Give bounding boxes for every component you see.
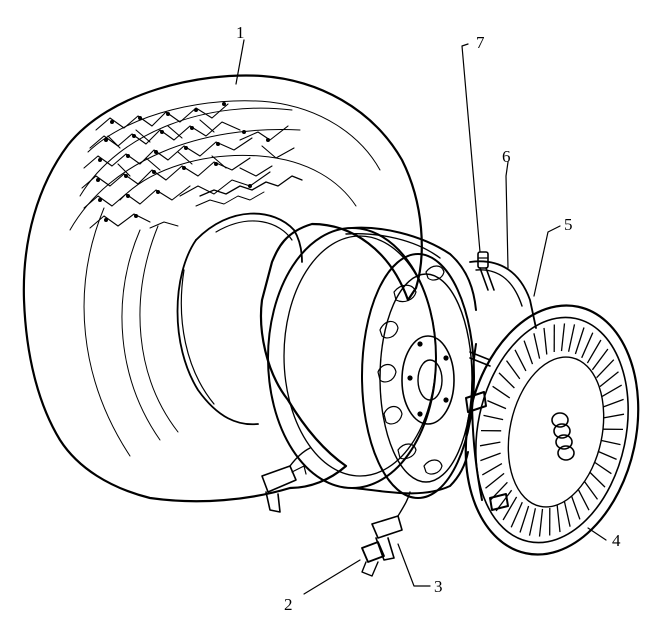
- hubcap-vent: [538, 508, 544, 537]
- hubcap-vent: [603, 398, 624, 408]
- logo-ring: [551, 412, 569, 428]
- hubcap-vent: [560, 323, 566, 352]
- callout-1: 1: [236, 23, 245, 42]
- lug-holes: [407, 341, 449, 417]
- hubcap-vent: [583, 480, 599, 500]
- hubcap-vent: [586, 339, 602, 364]
- hubcap-vent: [479, 441, 501, 447]
- hubcap-vent: [483, 414, 504, 421]
- leader-3: [397, 543, 431, 587]
- leader-6: [505, 161, 509, 269]
- hubcap-vent: [510, 501, 523, 528]
- balance-weight-clip: [371, 491, 411, 561]
- hubcap-vent: [597, 450, 617, 460]
- four-ring-logo: [551, 412, 575, 461]
- wheel-rim: [267, 226, 491, 499]
- callout-2: 2: [284, 595, 293, 614]
- logo-ring: [553, 423, 571, 439]
- callout-labels: 1 2 3 4 5 6 7: [236, 23, 621, 614]
- hubcap-vent: [519, 505, 530, 533]
- hubcap-vent: [581, 332, 594, 359]
- tread-sipes: [96, 102, 270, 222]
- callout-6: 6: [502, 147, 511, 166]
- balance-weight: [361, 541, 385, 577]
- hubcap-vent: [487, 400, 507, 410]
- hubcap-vent: [556, 505, 561, 533]
- hubcap-vent: [514, 349, 527, 372]
- balance-weight-upper: [261, 447, 311, 513]
- callout-5: 5: [564, 215, 573, 234]
- tire: [22, 74, 423, 503]
- hubcap-vent: [543, 327, 548, 355]
- hubcap-vent: [502, 496, 518, 521]
- hubcap: [464, 304, 640, 556]
- logo-ring: [555, 434, 573, 450]
- hubcap-vent: [574, 327, 585, 355]
- tire-valve: [477, 251, 495, 291]
- hubcap-vent: [577, 488, 590, 511]
- hubcap-vent: [533, 333, 541, 359]
- hubcap-vent: [570, 495, 581, 520]
- wheel-disc: [469, 260, 537, 329]
- leader-5: [533, 225, 561, 297]
- hubcap-vent: [481, 463, 503, 476]
- hubcap-vent: [505, 360, 521, 380]
- rim-slots: [377, 265, 445, 475]
- leader-1: [235, 39, 245, 85]
- hubcap-vent: [589, 471, 606, 488]
- callout-7: 7: [476, 33, 485, 52]
- hubcap-vent: [523, 340, 534, 365]
- hubcap-vent: [591, 348, 609, 371]
- hubcap-vent: [603, 413, 625, 419]
- hubcap-vent: [600, 439, 621, 446]
- hubcap-vent: [492, 385, 511, 399]
- callout-3: 3: [434, 577, 443, 596]
- hubcap-vent: [601, 384, 623, 397]
- tread-pattern: [81, 103, 295, 229]
- hubcap-vent: [593, 461, 612, 475]
- hubcap-vent: [563, 501, 571, 527]
- leader-2: [303, 559, 361, 595]
- hubcap-vent: [567, 324, 576, 352]
- hubcap-vent: [528, 508, 537, 536]
- callout-4: 4: [612, 531, 621, 550]
- hubcap-vent: [480, 452, 501, 462]
- hubcap-vent: [596, 359, 615, 379]
- leader-lines: [235, 39, 607, 595]
- leader-4: [587, 527, 607, 541]
- hubcap-vent: [599, 371, 619, 388]
- logo-ring: [557, 445, 575, 461]
- hubcap-vent: [485, 472, 505, 489]
- hubcap-vent: [498, 372, 515, 389]
- hubcap-vents: [479, 323, 625, 537]
- leader-7: [461, 43, 481, 253]
